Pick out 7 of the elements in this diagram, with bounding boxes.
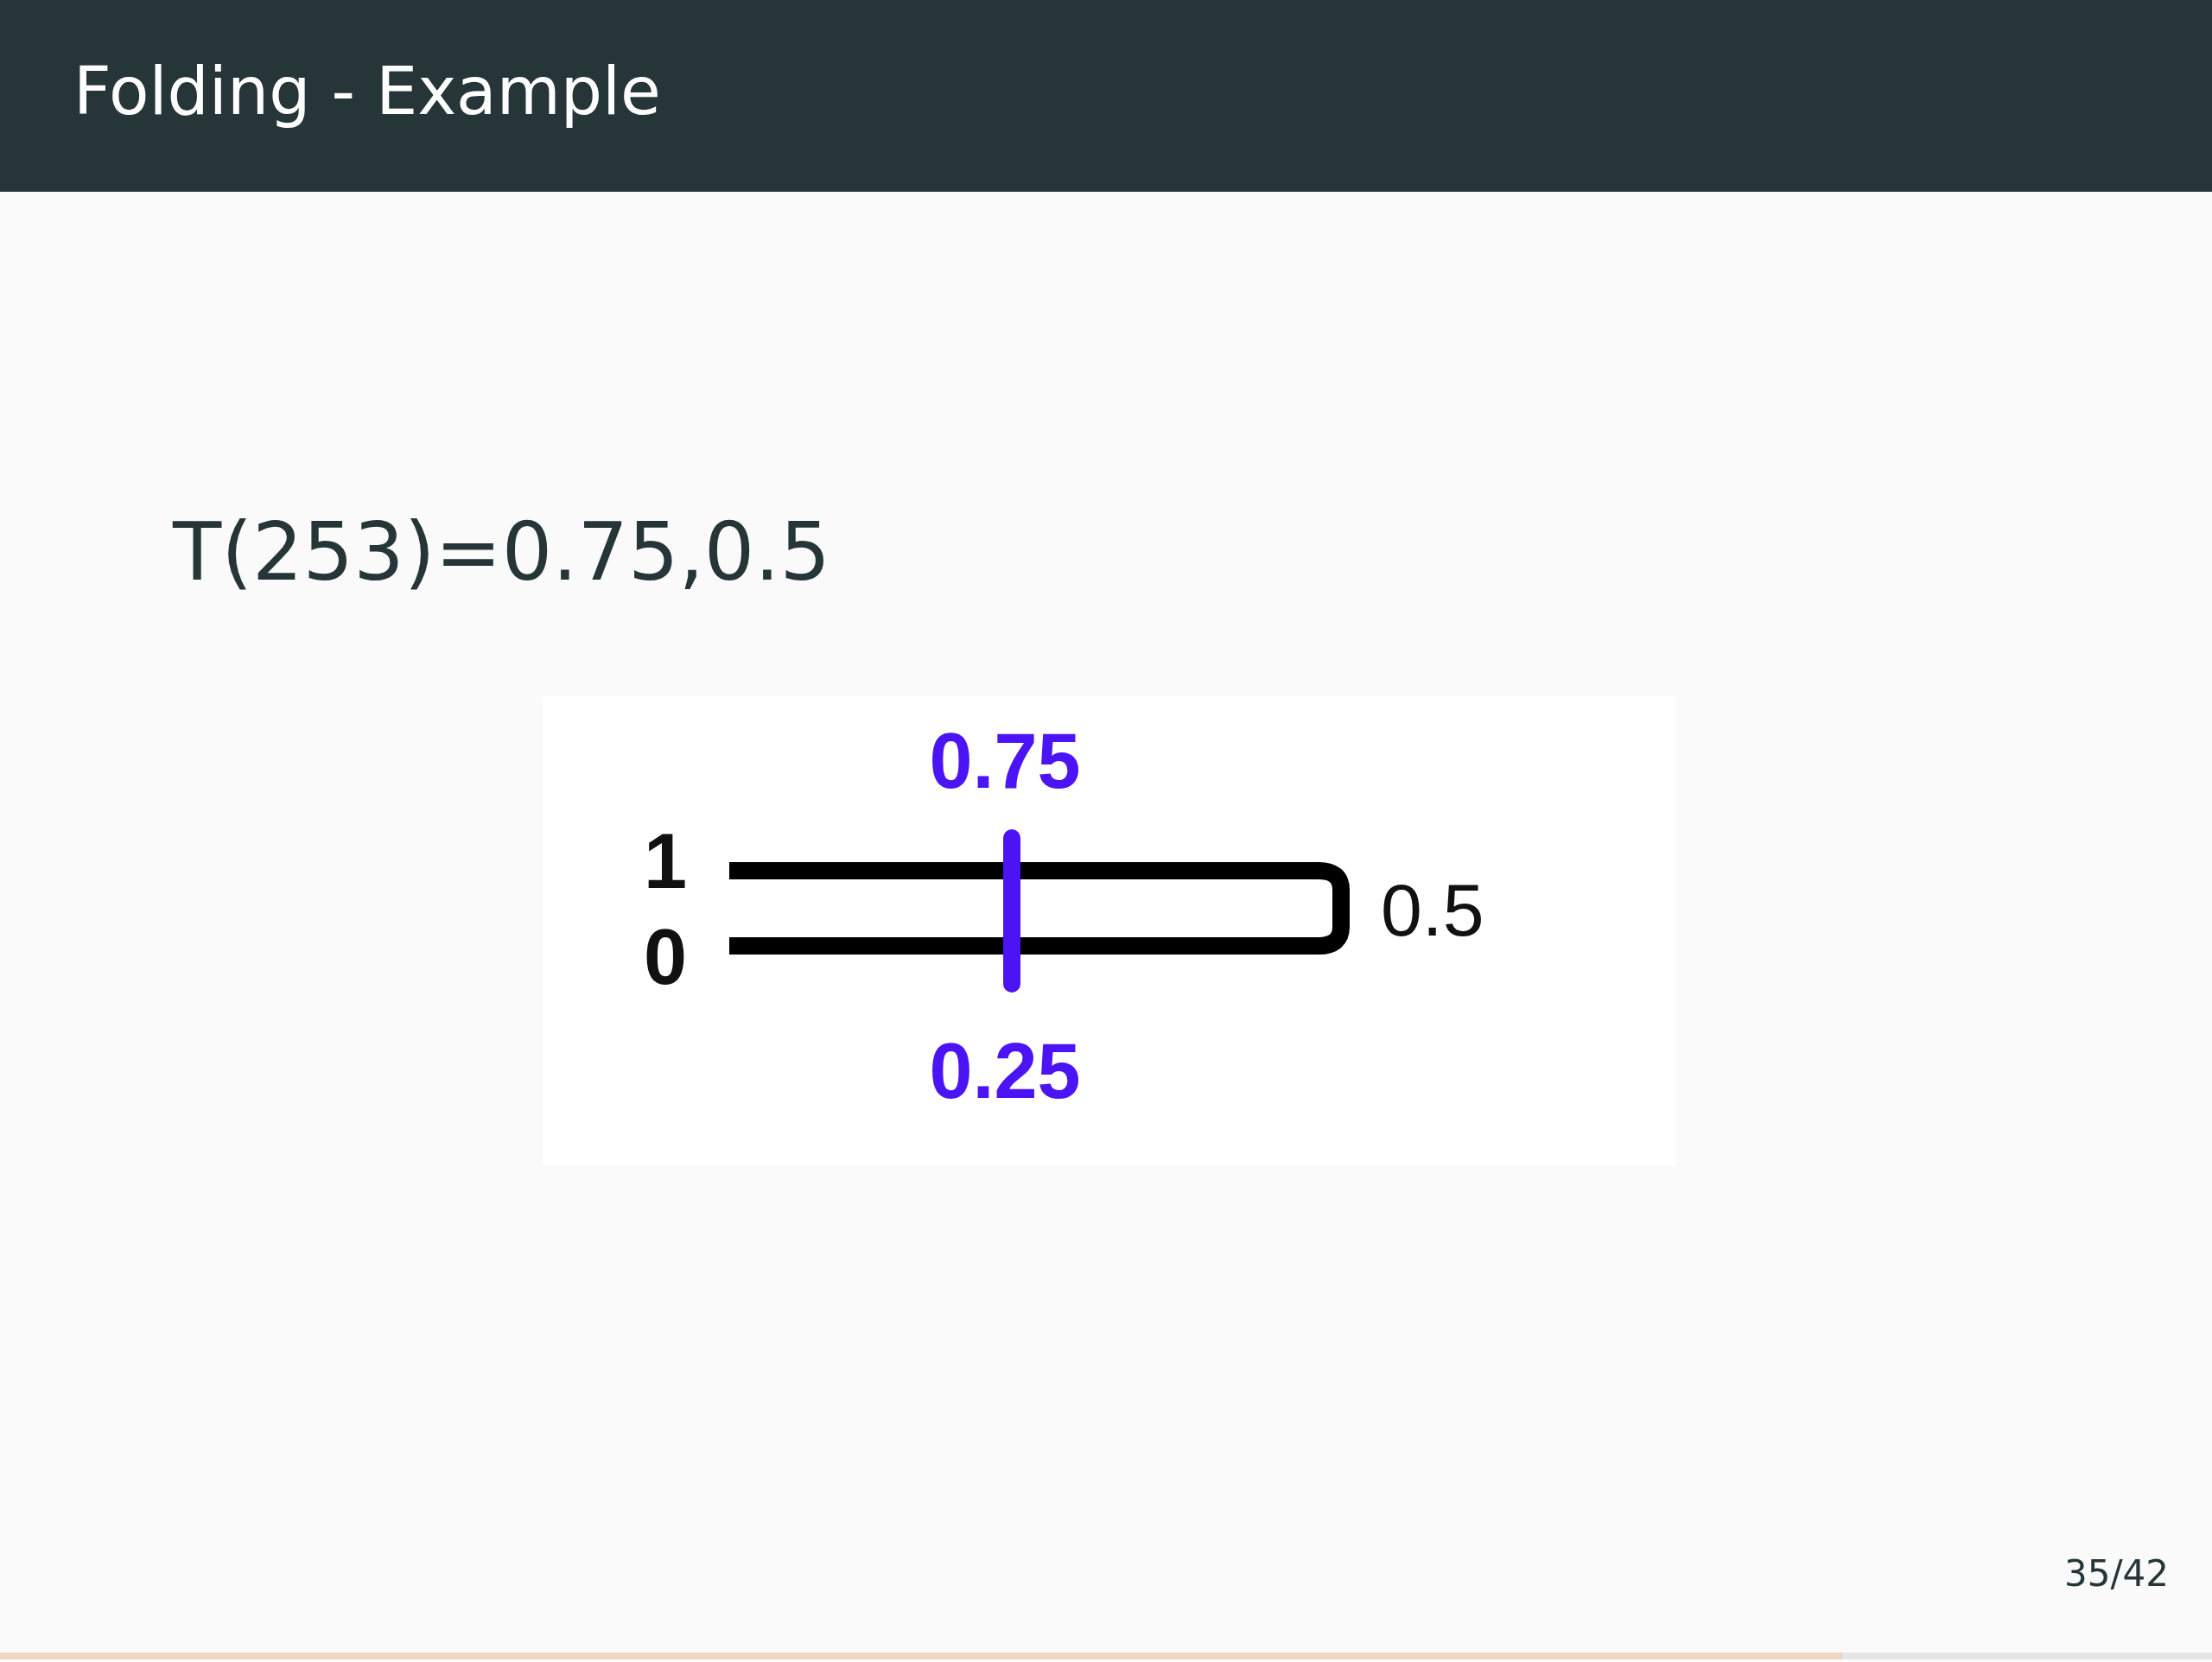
end-value-label: 1 — [643, 822, 688, 900]
fold-value-label: 0.5 — [1381, 872, 1484, 947]
formula-text: T(253)=0.75,0.5 — [173, 513, 831, 593]
end-value-label: 0 — [643, 918, 688, 996]
page-number: 35/42 — [2063, 1556, 2169, 1592]
mark-value-label: 0.25 — [929, 1032, 1081, 1110]
mark-value-label: 0.75 — [929, 722, 1081, 800]
